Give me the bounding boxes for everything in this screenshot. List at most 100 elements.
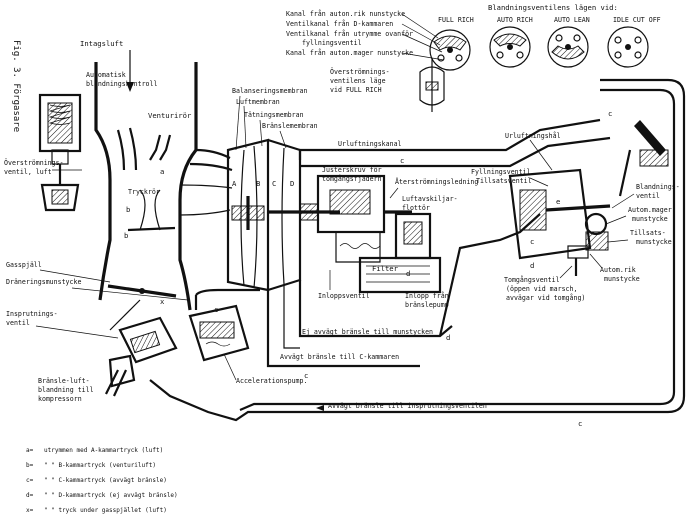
valve-disc-idle-cut-off xyxy=(607,26,649,68)
valve-header: Blandningsventilens lägen vid: xyxy=(488,3,618,12)
intake-section: Intagsluft Automatisk blandningskontroll… xyxy=(38,39,233,311)
overflow-valve-sketch: Överströmnings- ventilens läge vid FULL … xyxy=(330,58,445,112)
regulator-body: Justerskruv för tomgångsfjädern Återströ… xyxy=(316,166,478,263)
diaphragm-block: A B C D xyxy=(226,138,340,292)
legend-key-a: a= xyxy=(26,447,34,454)
fuel-line-labels: Ej avvägt bränsle till munstycken d Avvä… xyxy=(223,328,450,385)
flow-letter-c-accel: c xyxy=(214,305,218,314)
metered-fuel-inj-label: Avvägt bränsle till insprutningsventilen xyxy=(328,402,487,410)
chamber-d: D xyxy=(290,179,294,188)
legend-key-c: c= xyxy=(26,477,34,484)
extra-nozzle-label-1: Tillsats- xyxy=(630,229,666,237)
idle-valve-label-2: (öppen vid marsch, xyxy=(506,285,577,293)
right-labels: Fyllningsventil Tillsatsventil Blandning… xyxy=(471,168,680,302)
legend-top-3: Ventilkanal från utrymme ovanför xyxy=(286,29,413,38)
valve-pos-auto-rich: AUTO RICH xyxy=(497,16,533,24)
auto-rich-label-2: munstycke xyxy=(604,275,640,283)
metered-fuel-c-label: Avvägt bränsle till C-kammaren xyxy=(280,353,399,361)
flow-letter-e: e xyxy=(556,197,560,206)
legend-key-d: d= xyxy=(26,492,34,499)
pressure-legend: a= utrymmen med A-kammartryck (luft) b= … xyxy=(26,447,178,514)
fill-valve-label-1: Fyllningsventil xyxy=(471,168,531,176)
intake-air-label: Intagsluft xyxy=(80,39,123,48)
fuel-air-label-1: Bränsle-luft- xyxy=(38,377,90,385)
fill-valve-label-2: Tillsatsventil xyxy=(476,177,532,185)
legend-key-b: b= xyxy=(26,462,34,469)
overflow-valve-pos-2: ventilens läge xyxy=(330,77,386,85)
valve-disc-auto-rich xyxy=(489,26,531,68)
flow-letter-d-line: d xyxy=(446,333,450,342)
idle-valve-label-3: avvägar vid tomgång) xyxy=(506,293,585,302)
diaphragm-labels: Balanseringsmembran Luftmembran Tätnings… xyxy=(232,87,318,151)
throttle-plate: x xyxy=(107,284,177,331)
valve-disc-auto-lean xyxy=(547,26,589,68)
fuel-air-label-2: blandning till xyxy=(38,386,94,394)
auto-lean-label-1: Autom.mager xyxy=(628,206,672,214)
overflow-valve-pos-3: vid FULL RICH xyxy=(330,86,382,94)
flow-letter-x: x xyxy=(160,297,165,306)
mix-valve-label-2: ventil xyxy=(636,192,660,200)
filter-label: Filter xyxy=(372,264,399,273)
auto-lean-label-2: munstycke xyxy=(632,215,668,223)
auto-mix-label-1: Automatisk xyxy=(86,71,126,79)
adjust-screw-label-1: Justerskruv för xyxy=(322,166,382,174)
outer-fuel-loop: c c Avvägt bränsle till insprutningsvent… xyxy=(149,78,686,428)
idle-valve-label-1: Tomgångsventil xyxy=(504,275,560,284)
flow-letter-d-filter: d xyxy=(406,269,410,278)
throttle-label: Gasspjäll xyxy=(6,261,42,269)
vent-channel-label: Urluftningskanal xyxy=(338,140,402,148)
flow-letter-a-venturi: a xyxy=(160,167,164,176)
valve-pos-auto-lean: AUTO LEAN xyxy=(554,16,590,24)
air-separator-label-1: Luftavskiljar- xyxy=(402,195,458,203)
chamber-b: B xyxy=(256,179,260,188)
accel-pump-unit: c xyxy=(188,288,260,362)
flow-letter-c-valve: c xyxy=(530,237,534,246)
injection-valve-label-2: ventil xyxy=(6,319,30,327)
unmetered-fuel-label: Ej avvägt bränsle till munstycken xyxy=(302,328,433,336)
channel-legend: Kanal från auton.rik nunstycke Ventilkan… xyxy=(286,9,445,61)
flow-letter-b-venturi: b xyxy=(126,205,130,214)
extra-nozzle-label-2: munstycke xyxy=(636,238,672,246)
legend-top-5: Kanal från auton.mager nunstycke xyxy=(286,48,413,57)
inlet-from-label-1: Inlopp från xyxy=(405,291,449,300)
venturi-tube: b a b xyxy=(94,62,198,311)
left-labels: Överströmnings- ventil, luft Gasspjäll D… xyxy=(4,158,189,403)
inlet-from-label-2: bränslepump xyxy=(405,301,449,309)
accel-pump-label: Accelerationspump. xyxy=(236,377,307,385)
venturi-label: Venturirör xyxy=(148,111,192,120)
pressure-tubes-label: Tryckrör xyxy=(128,188,160,196)
legend-top-1: Kanal från auton.rik nunstycke xyxy=(286,9,405,18)
flow-letter-c-vent: c xyxy=(400,156,404,165)
legend-top-4: fyllningsventil xyxy=(302,39,362,47)
air-separator-label-2: flottör xyxy=(402,204,430,212)
valve-pos-idle-cut-off: IDLE CUT OFF xyxy=(613,16,661,24)
figure-title: Fig. 3. Förgasare xyxy=(11,40,21,132)
flow-letter-d-valve: d xyxy=(530,261,534,270)
legend-text-d: " " D-kammartryck (ej avvägt bränsle) xyxy=(44,492,178,499)
overflow-air-label-2: ventil, luft xyxy=(4,168,52,176)
flow-letter-c-line: c xyxy=(304,371,308,380)
chamber-a: A xyxy=(232,179,237,188)
legend-text-b: " " B-kammartryck (venturiluft) xyxy=(44,462,156,469)
inlet-labels: Inloppsventil Inlopp från bränslepump xyxy=(318,270,449,309)
mixture-valve-block: e c d xyxy=(508,168,611,276)
sealing-diaphragm-label: Tätningsmembran xyxy=(244,111,304,119)
valve-pos-full-rich: FULL RICH xyxy=(438,16,474,24)
balance-diaphragm-label: Balanseringsmembran xyxy=(232,87,307,95)
injection-valve-label-1: Insprutnings- xyxy=(6,310,58,318)
auto-rich-label-1: Autom.rik xyxy=(600,266,636,274)
mixture-lever xyxy=(618,120,669,197)
fuel-air-label-3: kompressorn xyxy=(38,395,82,403)
flow-letter-c-bottom: c xyxy=(578,419,582,428)
drain-nozzle-label: Dräneringsmunstycke xyxy=(6,278,81,286)
inlet-valve-label: Inloppsventil xyxy=(318,292,370,300)
legend-top-2: Ventilkanal från D-kammaren xyxy=(286,19,393,28)
float-chamber: Filter d xyxy=(358,212,442,294)
vent-channel: Urluftningskanal c Urluftningshål xyxy=(298,118,611,171)
mix-valve-label-1: Blandnings- xyxy=(636,183,680,191)
auto-mix-label-2: blandningskontroll xyxy=(86,80,157,88)
adjust-screw-label-2: tomgångsfjädern xyxy=(322,174,382,183)
legend-text-a: utrymmen med A-kammartryck (luft) xyxy=(44,447,163,454)
flow-letter-b-lower: b xyxy=(124,231,128,240)
